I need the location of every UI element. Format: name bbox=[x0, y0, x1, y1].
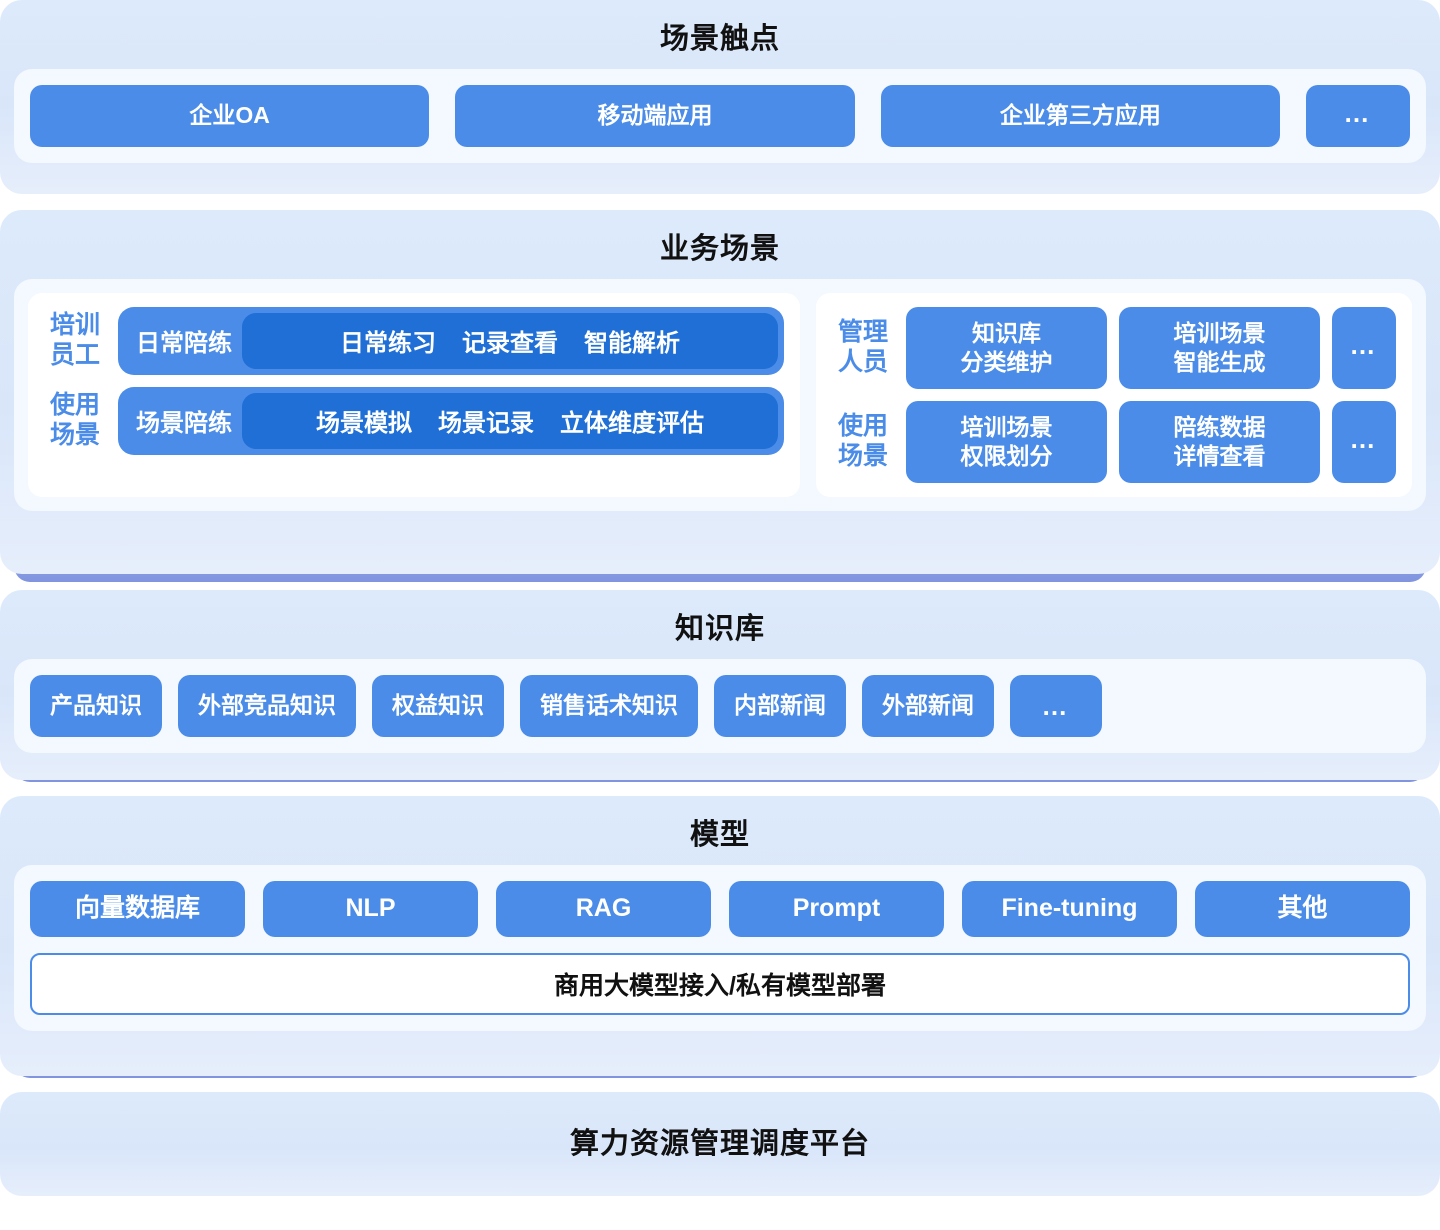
model-item-prompt[interactable]: Prompt bbox=[729, 880, 944, 937]
combo-head-label: 场景陪练 bbox=[136, 410, 232, 438]
business-item-training-scenario-generation[interactable]: 培训场景 智能生成 bbox=[1119, 306, 1320, 389]
knowledge-title: 知识库 bbox=[674, 613, 765, 645]
business-group-right: 管理 人员 知识库 分类维护 培训场景 智能生成 … 使用 场景 培训场景 权限… bbox=[816, 292, 1412, 497]
knowledge-item-sales-script[interactable]: 销售话术知识 bbox=[520, 674, 698, 737]
touchpoint-more-icon[interactable]: … bbox=[1305, 84, 1410, 147]
business-row-usage-scenario-left: 使用 场景 场景陪练 场景模拟 场景记录 立体维度评估 bbox=[44, 386, 784, 455]
layer-model: 模型 向量数据库 NLP RAG Prompt Fine-tuning 其他 商… bbox=[0, 796, 1440, 1092]
business-item-training-scenario-permissions[interactable]: 培训场景 权限划分 bbox=[906, 400, 1107, 483]
combo-tag[interactable]: 立体维度评估 bbox=[560, 410, 704, 438]
business-row-label: 培训 员工 bbox=[49, 311, 100, 369]
combo-tag[interactable]: 智能解析 bbox=[584, 330, 680, 358]
combo-tag-list: 场景模拟 场景记录 立体维度评估 bbox=[242, 392, 778, 449]
combo-tag[interactable]: 记录查看 bbox=[462, 330, 558, 358]
knowledge-item-benefits[interactable]: 权益知识 bbox=[372, 674, 504, 737]
platform-panel: 算力资源管理调度平台 bbox=[0, 1092, 1440, 1196]
business-more-icon[interactable]: … bbox=[1332, 400, 1396, 483]
business-row-admin-staff: 管理 人员 知识库 分类维护 培训场景 智能生成 … bbox=[832, 306, 1396, 389]
model-item-other[interactable]: 其他 bbox=[1195, 880, 1410, 937]
layer-touchpoints: 场景触点 企业OA 移动端应用 企业第三方应用 … bbox=[0, 0, 1440, 210]
knowledge-item-internal-news[interactable]: 内部新闻 bbox=[714, 674, 846, 737]
knowledge-item-external-news[interactable]: 外部新闻 bbox=[862, 674, 994, 737]
touchpoints-title: 场景触点 bbox=[659, 23, 780, 55]
combo-head-label: 日常陪练 bbox=[136, 330, 232, 358]
touchpoints-row: 企业OA 移动端应用 企业第三方应用 … bbox=[30, 84, 1410, 147]
business-group-left: 培训 员工 日常陪练 日常练习 记录查看 智能解析 使用 场景 bbox=[28, 292, 800, 497]
knowledge-row: 产品知识 外部竞品知识 权益知识 销售话术知识 内部新闻 外部新闻 … bbox=[30, 674, 1410, 737]
combo-tag[interactable]: 场景模拟 bbox=[316, 410, 412, 438]
business-row-training-staff: 培训 员工 日常陪练 日常练习 记录查看 智能解析 bbox=[44, 306, 784, 375]
layer-compute-platform: 算力资源管理调度平台 bbox=[0, 1092, 1440, 1204]
business-card: 培训 员工 日常陪练 日常练习 记录查看 智能解析 使用 场景 bbox=[14, 278, 1426, 511]
knowledge-card: 产品知识 外部竞品知识 权益知识 销售话术知识 内部新闻 外部新闻 … bbox=[14, 658, 1426, 753]
touchpoint-item-mobile-app[interactable]: 移动端应用 bbox=[455, 84, 855, 147]
business-row-usage-scenario-right: 使用 场景 培训场景 权限划分 陪练数据 详情查看 … bbox=[832, 400, 1396, 483]
touchpoints-panel: 场景触点 企业OA 移动端应用 企业第三方应用 … bbox=[0, 0, 1440, 194]
model-item-rag[interactable]: RAG bbox=[496, 880, 711, 937]
business-row-label: 使用 场景 bbox=[49, 391, 100, 449]
platform-title: 算力资源管理调度平台 bbox=[569, 1127, 870, 1160]
model-item-nlp[interactable]: NLP bbox=[263, 880, 478, 937]
model-item-fine-tuning[interactable]: Fine-tuning bbox=[962, 880, 1177, 937]
knowledge-more-icon[interactable]: … bbox=[1010, 674, 1102, 737]
business-panel: 业务场景 培训 员工 日常陪练 日常练习 记录查看 智能解析 bbox=[0, 210, 1440, 574]
model-title: 模型 bbox=[689, 819, 750, 851]
knowledge-item-competitor[interactable]: 外部竞品知识 bbox=[178, 674, 356, 737]
touchpoint-item-third-party-app[interactable]: 企业第三方应用 bbox=[880, 84, 1280, 147]
model-card: 向量数据库 NLP RAG Prompt Fine-tuning 其他 商用大模… bbox=[14, 864, 1426, 1031]
business-combo-scenario-coaching[interactable]: 场景陪练 场景模拟 场景记录 立体维度评估 bbox=[118, 386, 784, 455]
model-row: 向量数据库 NLP RAG Prompt Fine-tuning 其他 bbox=[30, 880, 1410, 937]
business-title: 业务场景 bbox=[659, 233, 780, 265]
knowledge-item-product[interactable]: 产品知识 bbox=[30, 674, 162, 737]
business-item-coaching-data-details[interactable]: 陪练数据 详情查看 bbox=[1119, 400, 1320, 483]
business-more-icon[interactable]: … bbox=[1332, 306, 1396, 389]
layer-business-scenarios: 业务场景 培训 员工 日常陪练 日常练习 记录查看 智能解析 bbox=[0, 210, 1440, 590]
business-row-label: 使用 场景 bbox=[837, 412, 888, 470]
combo-tag[interactable]: 场景记录 bbox=[438, 410, 534, 438]
combo-tag-list: 日常练习 记录查看 智能解析 bbox=[242, 312, 778, 369]
touchpoints-card: 企业OA 移动端应用 企业第三方应用 … bbox=[14, 68, 1426, 163]
knowledge-panel: 知识库 产品知识 外部竞品知识 权益知识 销售话术知识 内部新闻 外部新闻 … bbox=[0, 590, 1440, 780]
model-deployment-box[interactable]: 商用大模型接入/私有模型部署 bbox=[30, 952, 1410, 1015]
business-item-kb-category-maintenance[interactable]: 知识库 分类维护 bbox=[906, 306, 1107, 389]
business-combo-daily-coaching[interactable]: 日常陪练 日常练习 记录查看 智能解析 bbox=[118, 306, 784, 375]
combo-tag[interactable]: 日常练习 bbox=[340, 330, 436, 358]
model-item-vector-db[interactable]: 向量数据库 bbox=[30, 880, 245, 937]
business-row-label: 管理 人员 bbox=[837, 318, 888, 376]
touchpoint-item-enterprise-oa[interactable]: 企业OA bbox=[30, 84, 430, 147]
model-panel: 模型 向量数据库 NLP RAG Prompt Fine-tuning 其他 商… bbox=[0, 796, 1440, 1076]
layer-knowledge-base: 知识库 产品知识 外部竞品知识 权益知识 销售话术知识 内部新闻 外部新闻 … bbox=[0, 590, 1440, 796]
